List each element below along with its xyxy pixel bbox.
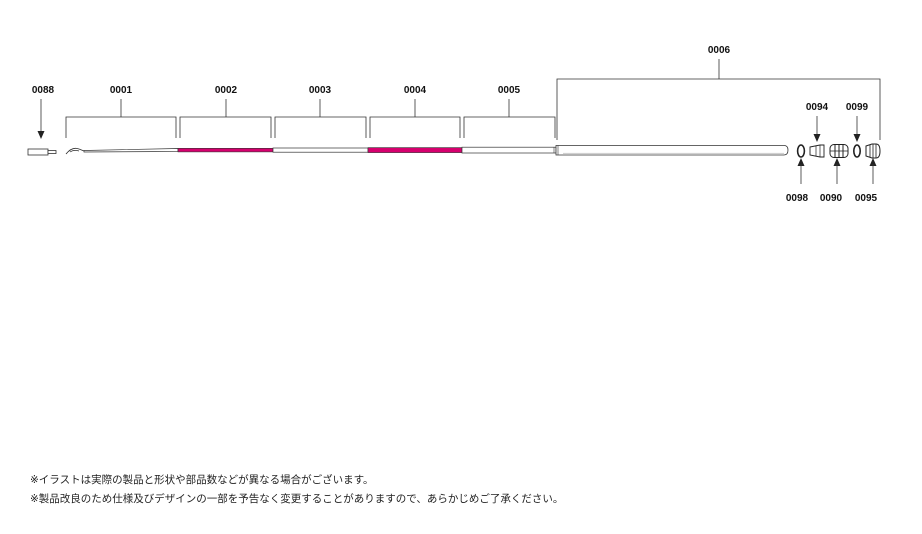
section-0003 bbox=[272, 147, 369, 153]
section-0004 bbox=[367, 147, 463, 153]
ring-0099-shape bbox=[852, 144, 861, 158]
label-0099: 0099 bbox=[846, 102, 869, 113]
label-0006: 0006 bbox=[708, 45, 731, 56]
bracket-0004: 0004 bbox=[369, 85, 461, 138]
label-0003: 0003 bbox=[309, 85, 332, 96]
disclaimer-notes: ※イラストは実際の製品と形状や部品数などが異なる場合がございます。 ※製品改良の… bbox=[30, 471, 563, 509]
label-0095: 0095 bbox=[855, 193, 878, 204]
arrow-0095 bbox=[869, 158, 877, 166]
part-0088: 0088 bbox=[27, 85, 57, 156]
label-0090: 0090 bbox=[820, 193, 843, 204]
label-0094: 0094 bbox=[806, 102, 829, 113]
arrow-0088 bbox=[37, 131, 45, 139]
label-0004: 0004 bbox=[404, 85, 427, 96]
cap-0094-shape bbox=[809, 144, 825, 158]
part-0099: 0099 bbox=[846, 102, 869, 158]
bracket-0005: 0005 bbox=[463, 85, 556, 138]
tip-guide-shape bbox=[65, 147, 85, 155]
label-0001: 0001 bbox=[110, 85, 133, 96]
note-specification: ※製品改良のため仕様及びデザインの一部を予告なく変更することがありますので、あら… bbox=[30, 493, 564, 505]
bracket-0003: 0003 bbox=[274, 85, 367, 138]
arrow-0090 bbox=[833, 158, 841, 166]
section-0001 bbox=[83, 148, 179, 153]
part-0098: 0098 bbox=[786, 144, 809, 204]
label-0088: 0088 bbox=[32, 85, 55, 96]
label-0002: 0002 bbox=[215, 85, 238, 96]
rod bbox=[65, 145, 789, 156]
section-0006 bbox=[555, 145, 789, 156]
ring-0098-shape bbox=[796, 144, 806, 158]
tip-cap-shape bbox=[27, 148, 49, 156]
label-0005: 0005 bbox=[498, 85, 521, 96]
bracket-0001: 0001 bbox=[65, 85, 177, 138]
bracket-0006: 0006 bbox=[556, 45, 881, 140]
arrow-0099 bbox=[853, 134, 861, 142]
tip-cap-end bbox=[47, 150, 57, 154]
label-0098: 0098 bbox=[786, 193, 809, 204]
note-illustration: ※イラストは実際の製品と形状や部品数などが異なる場合がございます。 bbox=[30, 474, 374, 486]
arrow-0094 bbox=[813, 134, 821, 142]
section-0005 bbox=[461, 146, 557, 154]
part-0094: 0094 bbox=[806, 102, 829, 158]
section-0002 bbox=[177, 148, 274, 153]
part-0095: 0095 bbox=[855, 143, 881, 204]
bracket-0002: 0002 bbox=[179, 85, 272, 138]
arrow-0098 bbox=[797, 158, 805, 166]
part-0090: 0090 bbox=[820, 144, 849, 204]
